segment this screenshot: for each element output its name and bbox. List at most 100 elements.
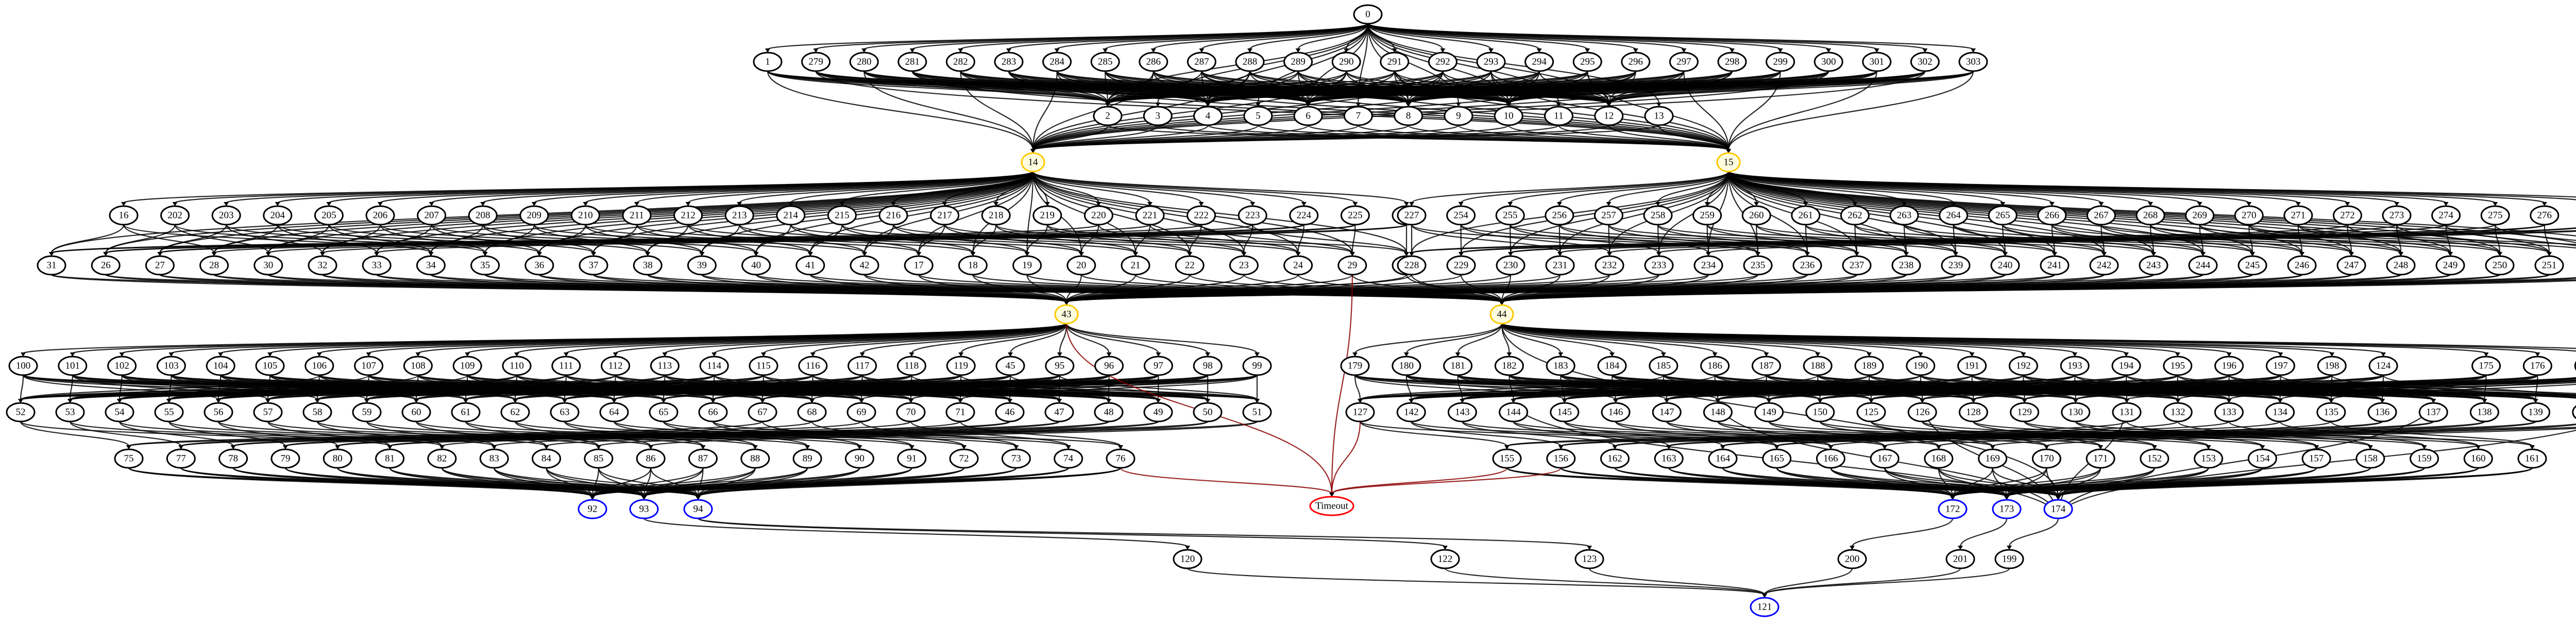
edge-122-121 [1444, 567, 1766, 596]
node-ellipse [452, 356, 482, 376]
node-ellipse [2521, 402, 2551, 423]
node-ellipse [633, 255, 663, 276]
edge-277-229 [1460, 227, 2576, 254]
node-ellipse [2247, 448, 2277, 469]
graph-node: 95 [1045, 356, 1075, 376]
graph-node: 31 [37, 255, 66, 276]
node-label: 143 [1455, 407, 1470, 418]
node-label: 202 [167, 210, 182, 221]
graph-node: 175 [2471, 356, 2501, 376]
node-label: 59 [362, 407, 372, 418]
node-label: 127 [1353, 407, 1368, 418]
graph-node: 67 [748, 402, 777, 423]
edge-17-43 [918, 274, 1067, 302]
edge-arrowhead [1922, 48, 1928, 53]
node-ellipse [253, 255, 283, 276]
edge-284-2 [1056, 71, 1109, 104]
graph-node: 282 [945, 52, 975, 72]
graph-node: 55 [154, 402, 184, 423]
edge-arrowhead [2530, 445, 2535, 449]
node-ellipse [1572, 52, 1602, 72]
edge-arrowhead [1349, 252, 1355, 256]
node-label: 118 [905, 361, 919, 372]
edge-arrowhead [531, 202, 537, 206]
node-ellipse [1791, 205, 1821, 226]
edge-218-21 [995, 224, 1137, 254]
edge-arrowhead [1936, 445, 1941, 449]
node-label: 13 [1654, 111, 1664, 122]
node-label: 90 [855, 453, 865, 464]
node-label: 190 [1913, 361, 1928, 372]
edge-43-118 [911, 323, 1067, 354]
node-ellipse [37, 255, 66, 276]
node-ellipse [699, 356, 729, 376]
node-label: 185 [1656, 361, 1671, 372]
edge-arrowhead [696, 496, 701, 500]
edge-arrowhead [1007, 399, 1012, 403]
graph-node: 291 [1380, 52, 1410, 72]
node-ellipse [724, 205, 754, 226]
node-label: 117 [855, 361, 870, 372]
node-ellipse [1906, 356, 1936, 376]
edge-arrowhead [2000, 202, 2006, 206]
edge-93-120 [643, 517, 1189, 548]
node-label: 123 [1582, 554, 1597, 565]
node-ellipse [827, 205, 857, 226]
node-ellipse [995, 402, 1025, 423]
node-label: 49 [1154, 407, 1163, 418]
edge-arrowhead [1329, 493, 1334, 497]
node-ellipse [1693, 255, 1723, 276]
graph-node: 113 [650, 356, 680, 376]
node-label: 70 [906, 407, 916, 418]
edge-292-14 [1032, 71, 1444, 150]
node-label: 182 [1502, 361, 1517, 372]
edge-123-121 [1588, 568, 1766, 596]
graph-node: 46 [995, 402, 1025, 423]
node-label: 14 [1028, 157, 1039, 168]
edge-44-184 [1501, 323, 1613, 354]
node-label: 242 [2097, 260, 2112, 271]
edge-arrowhead [2226, 352, 2232, 357]
graph-node: 99 [1242, 356, 1272, 376]
edge-1-14 [767, 71, 1034, 150]
edge-260-235 [1756, 224, 1759, 254]
edge-81-92 [389, 467, 594, 497]
edge-arrowhead [21, 352, 26, 357]
node-label: 104 [213, 361, 228, 372]
graph-node: 132 [2163, 402, 2193, 423]
node-label: 155 [1500, 453, 1515, 464]
node-ellipse [314, 205, 344, 226]
node-label: 192 [2016, 361, 2031, 372]
graph-node: 56 [204, 402, 233, 423]
edge-arrowhead [1656, 252, 1662, 256]
node-ellipse [2463, 448, 2493, 469]
node-ellipse [403, 356, 433, 376]
graph-node: 85 [584, 448, 614, 469]
node-label: 211 [630, 210, 644, 221]
node-ellipse [1938, 499, 1968, 519]
edge-179-127 [1354, 375, 1361, 400]
node-ellipse [2367, 402, 2397, 423]
graph-node: 33 [362, 255, 392, 276]
edge-arrowhead [1205, 352, 1211, 357]
edge-arrowhead [1953, 252, 1958, 256]
graph-node: 40 [741, 255, 771, 276]
node-label: 268 [2143, 210, 2158, 221]
node-label: 239 [1948, 260, 1963, 271]
node-ellipse [2431, 205, 2461, 226]
edge-207-36 [431, 224, 540, 254]
node-ellipse [776, 205, 806, 226]
edge-arrowhead [230, 445, 236, 449]
edge-arrowhead [1096, 202, 1101, 206]
node-ellipse [1309, 496, 1354, 516]
node-label: 65 [659, 407, 669, 418]
node-label: 244 [2196, 260, 2211, 271]
edge-44-181 [1457, 323, 1503, 354]
node-ellipse [1492, 448, 1522, 469]
node-ellipse [1430, 549, 1460, 569]
node-ellipse [698, 402, 728, 423]
edge-46-75 [128, 420, 1011, 447]
node-label: 225 [1348, 210, 1363, 221]
edge-arrowhead [2049, 202, 2055, 206]
node-ellipse [1054, 304, 1079, 325]
